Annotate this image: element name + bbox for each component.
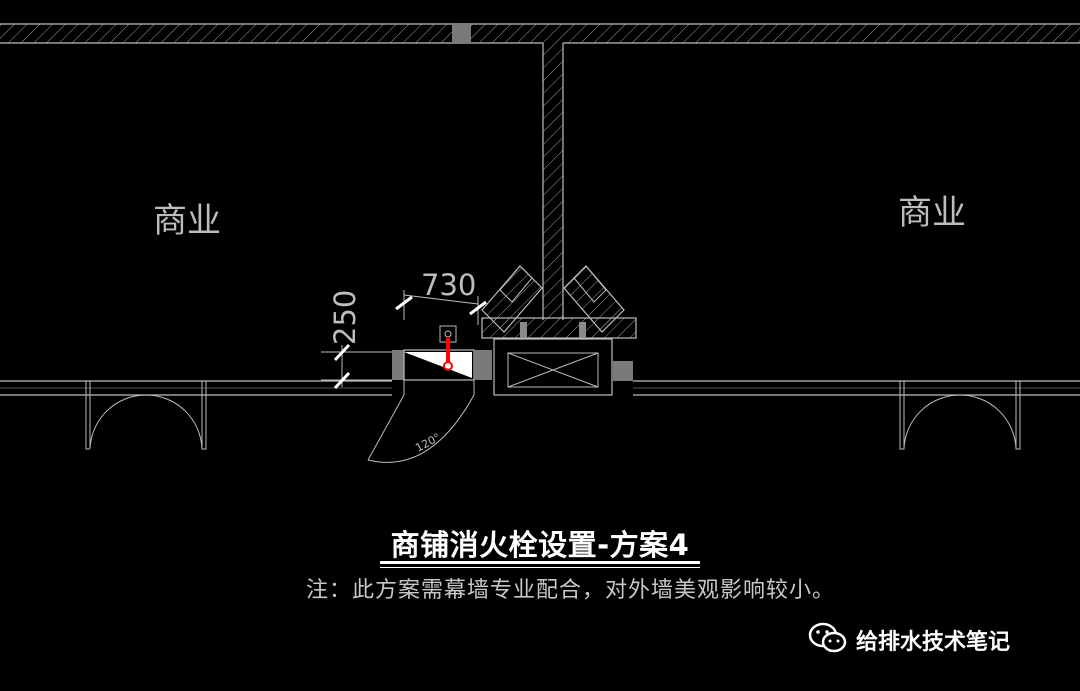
title-underline-thin xyxy=(380,567,700,568)
drawing-title: 商铺消火栓设置-方案4 xyxy=(390,528,690,562)
watermark-text: 给排水技术笔记 xyxy=(856,630,1011,655)
left-double-door xyxy=(85,380,207,450)
storefront-column xyxy=(613,361,633,381)
hydrant-riser xyxy=(443,338,453,371)
wechat-icon xyxy=(808,622,848,658)
top-column xyxy=(452,23,471,43)
cabinet-door-swing xyxy=(367,380,475,463)
dimension-width xyxy=(395,290,487,325)
angle-label: 120° xyxy=(413,431,443,455)
dimension-width-label: 730 xyxy=(421,268,476,302)
partition-wall xyxy=(542,43,564,320)
watermark: 给排水技术笔记 xyxy=(808,622,1010,658)
hydrant-cabinet xyxy=(392,325,492,381)
angled-wall-right xyxy=(563,265,625,333)
storefront-line xyxy=(0,380,1080,396)
drawing-note: 注：此方案需幕墙专业配合，对外墙美观影响较小。 xyxy=(306,578,836,603)
equipment-box xyxy=(493,338,613,396)
right-double-door xyxy=(899,380,1021,450)
room-label-right: 商业 xyxy=(898,193,966,233)
junction-wall xyxy=(481,317,637,339)
dimension-depth-label: 250 xyxy=(328,290,362,345)
top-wall xyxy=(0,23,1080,44)
drawing-title-block: 商铺消火栓设置-方案4 xyxy=(380,522,700,568)
dimension-depth xyxy=(321,343,392,390)
title-underline-thick xyxy=(380,561,700,564)
room-label-left: 商业 xyxy=(153,201,221,241)
